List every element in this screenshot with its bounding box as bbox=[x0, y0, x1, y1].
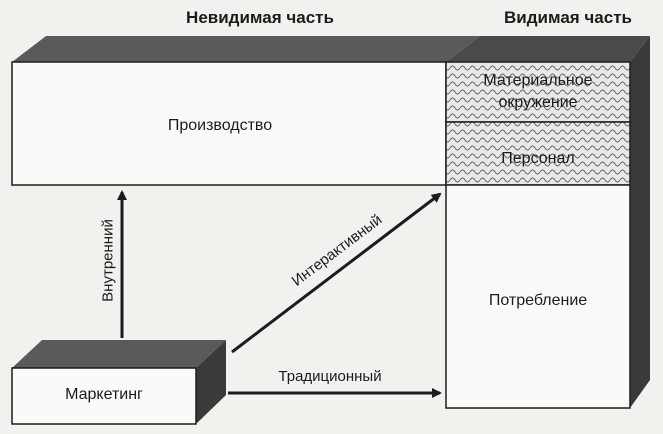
main-slab-top bbox=[12, 36, 480, 62]
interactive-arrow bbox=[231, 192, 442, 354]
traditional-arrow-label: Традиционный bbox=[278, 368, 382, 385]
consumption-face bbox=[445, 184, 631, 409]
visible-column-side bbox=[630, 36, 650, 408]
marketing-box-side bbox=[196, 340, 226, 424]
personnel-face bbox=[445, 121, 631, 186]
consumption-label: Потребление bbox=[488, 292, 588, 309]
visible-column-top bbox=[446, 36, 650, 62]
marketing-label: Маркетинг bbox=[65, 386, 143, 403]
material-environment-line1: Материальное bbox=[483, 72, 593, 89]
header-invisible-part: Невидимая часть bbox=[186, 8, 334, 27]
header-visible-part: Видимая часть bbox=[504, 8, 632, 27]
personnel-label: Персонал bbox=[501, 150, 575, 167]
marketing-box-top bbox=[12, 340, 226, 368]
material-environment-line2: окружение bbox=[498, 94, 578, 111]
production-label: Производство bbox=[167, 117, 273, 134]
marketing-box-face bbox=[11, 367, 197, 425]
material-environment-label: Материальное окружение bbox=[446, 70, 630, 114]
internal-arrow-label: Внутренний bbox=[99, 219, 117, 302]
